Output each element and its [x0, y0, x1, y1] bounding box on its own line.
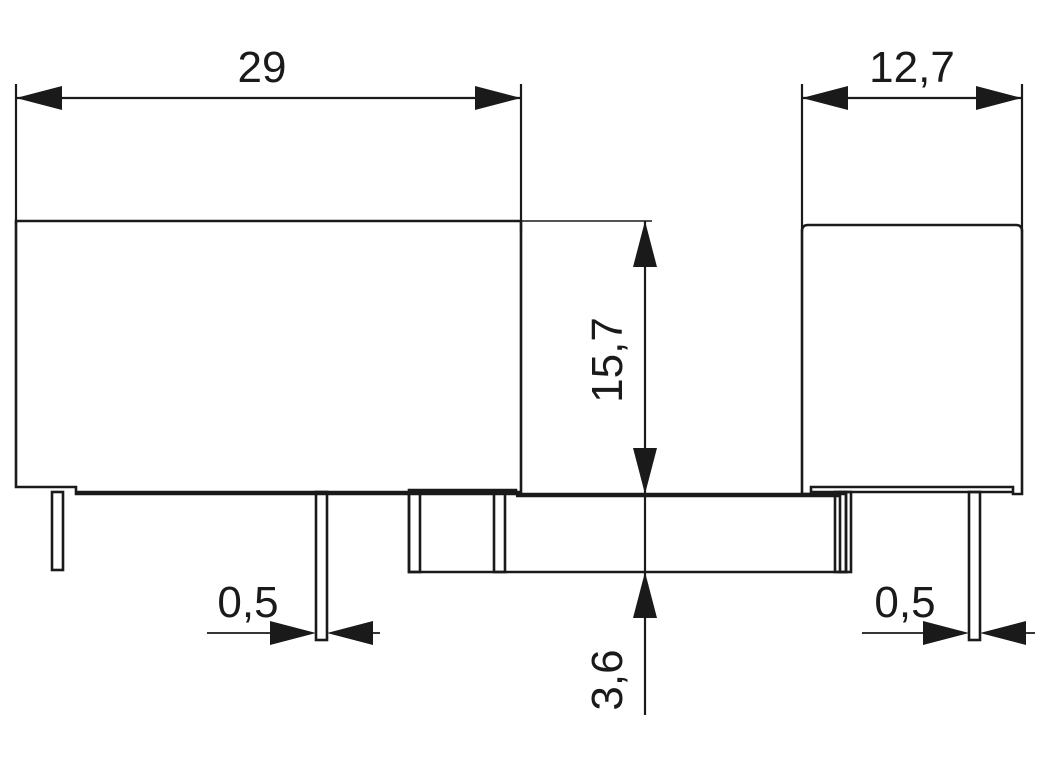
dimension-label-3-6: 3,6 — [583, 649, 632, 710]
front-view-pin-2 — [314, 490, 329, 642]
dimension-3-6: 3,6 — [583, 494, 657, 715]
arrowhead-right-0-5-left — [327, 621, 373, 645]
dimension-29: 29 — [16, 43, 521, 110]
arrowhead-left-0-5-left — [270, 621, 316, 645]
arrowhead-top-15-7 — [633, 221, 657, 267]
dimension-label-12-7: 12,7 — [869, 43, 955, 92]
front-view-pin-1 — [50, 490, 65, 572]
dimension-15-7: 15,7 — [583, 221, 657, 494]
arrowhead-left-12-7 — [802, 86, 848, 110]
arrowhead-right-0-5-right — [980, 621, 1026, 645]
dimension-label-0-5-right: 0,5 — [874, 578, 935, 627]
arrowhead-up-3-6 — [633, 572, 657, 618]
lower-terminal-bar — [407, 488, 848, 574]
side-view-body-outline — [800, 223, 1024, 496]
arrowhead-bottom-15-7 — [633, 448, 657, 494]
side-view-pin-left — [838, 490, 853, 574]
arrowhead-left-29 — [16, 86, 62, 110]
arrowhead-left-0-5-right — [923, 621, 969, 645]
dimension-label-0-5-left: 0,5 — [217, 578, 278, 627]
side-view-geometry — [800, 223, 1024, 642]
lower-bar-outline — [407, 488, 848, 574]
side-view-pin-right — [967, 490, 982, 642]
dimension-12-7: 12,7 — [802, 43, 1022, 110]
front-view-pin-3 — [407, 490, 422, 574]
extension-lines — [14, 84, 1035, 634]
dimension-0-5-left: 0,5 — [217, 578, 373, 645]
arrowhead-right-12-7 — [976, 86, 1022, 110]
arrowhead-right-29 — [475, 86, 521, 110]
dimension-0-5-right: 0,5 — [874, 578, 1026, 645]
dimension-label-15-7: 15,7 — [583, 317, 632, 403]
front-view-pin-4 — [492, 490, 507, 574]
dimension-label-29: 29 — [238, 43, 287, 92]
front-view-geometry — [14, 219, 523, 642]
front-view-body-outline — [14, 219, 523, 496]
